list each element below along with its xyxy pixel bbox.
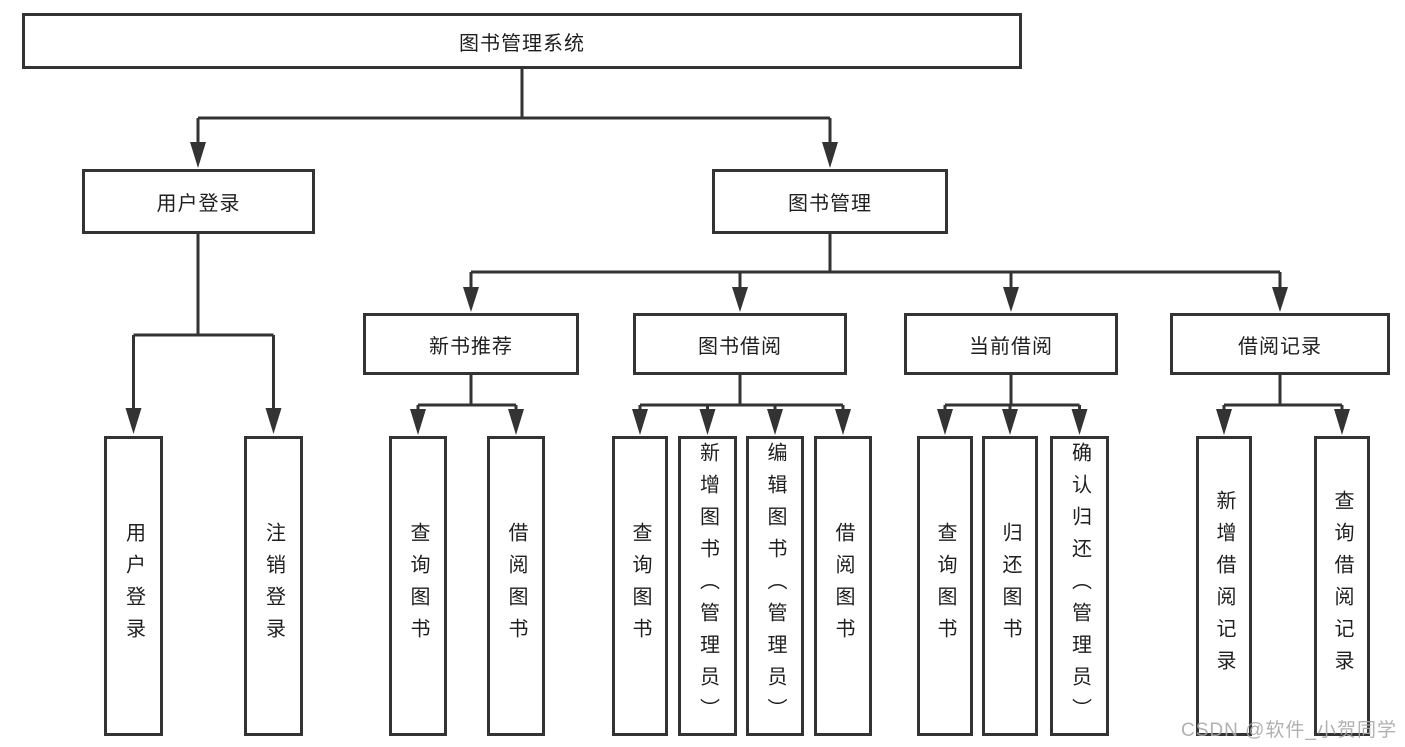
node-user-login: 用户登录 [82, 169, 315, 234]
node-current-borrowing: 当前借阅 [904, 313, 1118, 375]
arrow-down-icon [410, 409, 426, 435]
node-borrowing-records: 借阅记录 [1170, 313, 1390, 375]
arrow-down-icon [463, 287, 479, 312]
leaf-label: 编辑图书（管理员） [764, 442, 786, 730]
leaf-query-borrow-record: 查询借阅记录 [1314, 436, 1370, 736]
connector-current-borrow-branch [943, 375, 1081, 409]
arrow-down-icon [937, 409, 953, 435]
leaf-label: 查询借阅记录 [1331, 490, 1353, 682]
leaf-add-books-admin: 新增图书（管理员） [678, 436, 737, 736]
arrow-down-icon [1216, 409, 1232, 435]
leaf-label: 新增图书（管理员） [696, 442, 719, 730]
leaf-add-borrow-record: 新增借阅记录 [1196, 436, 1252, 736]
node-book-management: 图书管理 [712, 169, 948, 234]
arrow-down-icon [1272, 287, 1288, 312]
leaf-label: 归还图书 [999, 522, 1021, 650]
leaf-confirm-return-admin: 确认归还（管理员） [1050, 436, 1109, 736]
arrow-down-icon [1334, 409, 1350, 435]
arrow-down-icon [1002, 409, 1018, 435]
arrow-down-icon [835, 409, 851, 435]
leaf-query-books-recommend: 查询图书 [389, 436, 447, 736]
leaf-label: 确认归还（管理员） [1068, 442, 1091, 730]
connector-root-to-level2 [196, 69, 832, 142]
leaf-borrow-books-recommend: 借阅图书 [487, 436, 545, 736]
leaf-return-books: 归还图书 [982, 436, 1038, 736]
arrow-down-icon [1071, 409, 1088, 435]
leaf-logout: 注销登录 [244, 436, 303, 736]
arrow-down-icon [632, 409, 648, 435]
arrow-down-icon [190, 142, 206, 168]
leaf-label: 注销登录 [262, 522, 285, 650]
leaf-query-books-current: 查询图书 [917, 436, 973, 736]
leaf-query-books-borrow: 查询图书 [612, 436, 668, 736]
leaf-label: 新增借阅记录 [1213, 490, 1235, 682]
arrow-down-icon [1003, 287, 1019, 312]
arrow-down-icon [125, 408, 142, 434]
arrow-down-icon [508, 409, 524, 435]
leaf-edit-books-admin: 编辑图书（管理员） [746, 436, 804, 736]
leaf-label: 用户登录 [122, 522, 145, 650]
leaf-label: 查询图书 [407, 522, 429, 650]
node-new-book-recommendation: 新书推荐 [363, 313, 579, 375]
leaf-user-login: 用户登录 [104, 436, 163, 736]
connector-book-management-branch [469, 234, 1282, 287]
leaf-label: 查询图书 [629, 522, 651, 650]
leaf-borrow-books: 借阅图书 [814, 436, 872, 736]
arrow-down-icon [822, 142, 838, 168]
connector-new-book-branch [416, 375, 518, 409]
csdn-watermark: CSDN @软件_小贺同学 [1181, 720, 1397, 741]
leaf-label: 借阅图书 [832, 522, 854, 650]
arrow-down-icon [699, 409, 716, 435]
leaf-label: 借阅图书 [505, 522, 527, 650]
arrow-down-icon [767, 409, 783, 435]
connector-user-login-branch [132, 234, 275, 408]
connector-borrow-records-branch [1222, 375, 1344, 409]
arrowheads [125, 142, 1350, 435]
leaf-label: 查询图书 [934, 522, 956, 650]
node-book-borrowing: 图书借阅 [633, 313, 847, 375]
arrow-down-icon [265, 408, 282, 434]
node-library-system-root: 图书管理系统 [22, 13, 1022, 69]
connector-book-borrow-branch [638, 375, 845, 409]
arrow-down-icon [732, 287, 748, 312]
